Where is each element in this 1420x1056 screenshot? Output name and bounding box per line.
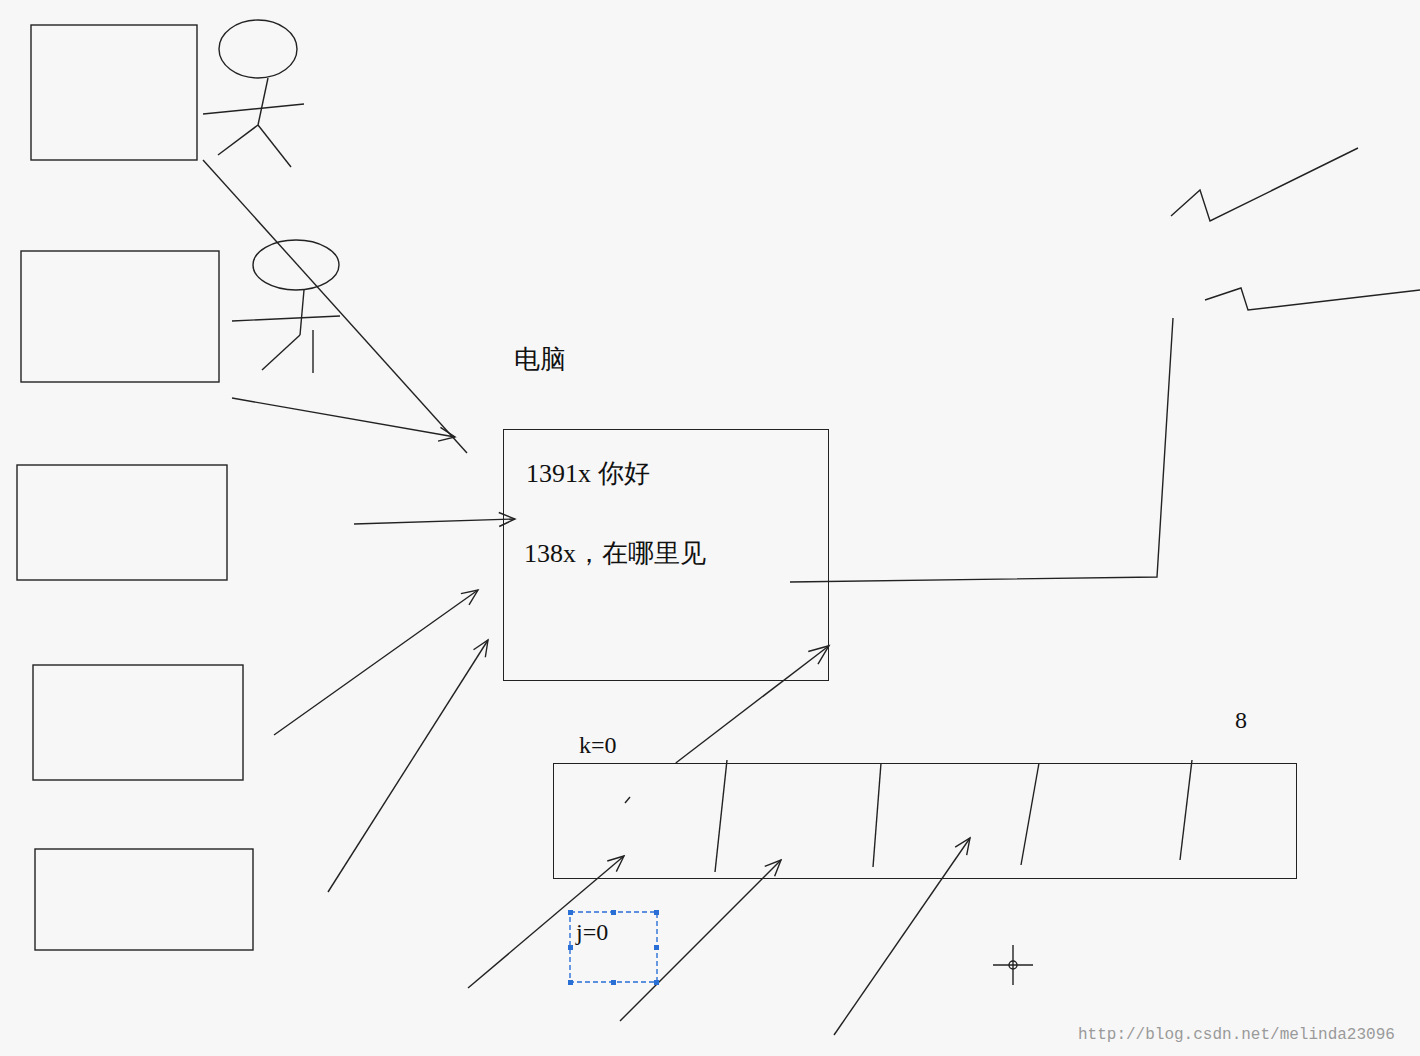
terminal-box (33, 665, 243, 780)
selection-box (568, 910, 659, 985)
computer-box: 电脑1391x 你好138x，在哪里见 (503, 429, 829, 681)
lightning-line (1171, 148, 1358, 221)
terminal-box (17, 465, 227, 580)
size-label: 8 (1235, 706, 1247, 735)
message-text: 138x，在哪里见 (524, 538, 706, 569)
lightning-line (1205, 288, 1420, 310)
input-arrow (203, 160, 515, 892)
stick-figure (203, 20, 304, 167)
buffer-queue: k=08 (553, 763, 1297, 879)
box-heading: 电脑 (514, 344, 566, 375)
terminal-box (35, 849, 253, 950)
stick-figure (232, 240, 340, 373)
terminal-box (31, 25, 197, 160)
watermark: http://blog.csdn.net/melinda23096 (1078, 1026, 1395, 1045)
buffer-divider (625, 760, 1192, 872)
index-label: j=0 (576, 918, 608, 947)
message-text: 1391x 你好 (526, 458, 650, 489)
write-arrow (468, 838, 970, 1035)
crosshair-cursor (993, 945, 1033, 985)
data-arrow (676, 646, 829, 763)
index-label: k=0 (579, 731, 617, 760)
network-wire (790, 318, 1173, 582)
terminal-box (21, 251, 219, 382)
